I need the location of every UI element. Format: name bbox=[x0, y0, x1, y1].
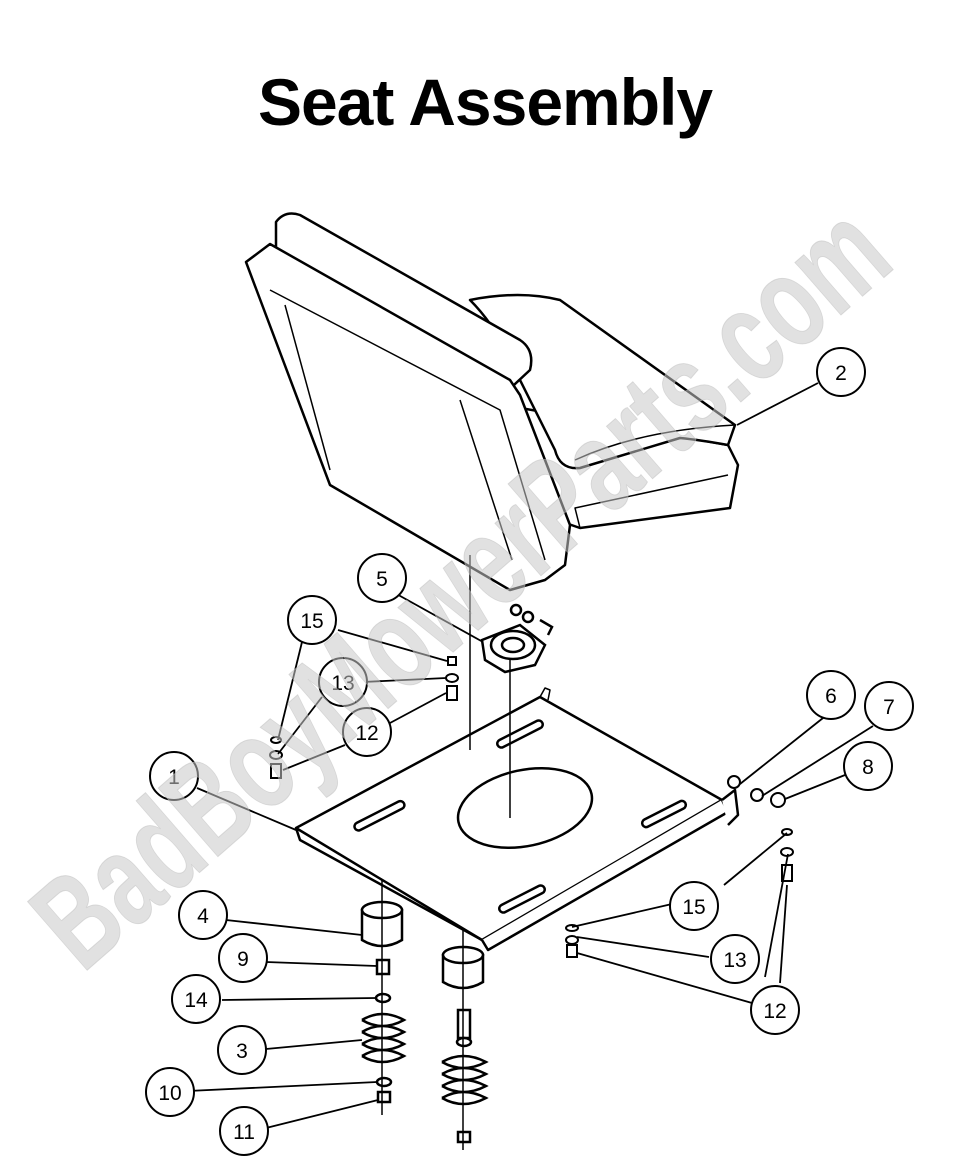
svg-text:4: 4 bbox=[197, 905, 209, 928]
callout-15b: 15 bbox=[669, 881, 719, 931]
svg-text:12: 12 bbox=[355, 722, 378, 745]
svg-text:9: 9 bbox=[237, 948, 249, 971]
callout-8: 8 bbox=[843, 741, 893, 791]
svg-text:5: 5 bbox=[376, 568, 388, 591]
svg-text:13: 13 bbox=[331, 672, 354, 695]
svg-text:13: 13 bbox=[723, 949, 746, 972]
seat bbox=[244, 212, 740, 592]
mount-hardware bbox=[269, 656, 794, 958]
callout-6: 6 bbox=[806, 670, 856, 720]
svg-text:3: 3 bbox=[236, 1040, 248, 1063]
svg-text:11: 11 bbox=[233, 1121, 255, 1144]
center-lines bbox=[381, 555, 511, 1150]
callout-5: 5 bbox=[357, 553, 407, 603]
svg-text:15: 15 bbox=[300, 610, 323, 633]
callout-4: 4 bbox=[178, 890, 228, 940]
svg-text:10: 10 bbox=[158, 1082, 181, 1105]
callout-15a: 15 bbox=[287, 595, 337, 645]
callout-10: 10 bbox=[145, 1067, 195, 1117]
callout-7: 7 bbox=[864, 681, 914, 731]
svg-text:1: 1 bbox=[168, 766, 180, 789]
svg-text:8: 8 bbox=[862, 756, 874, 779]
svg-text:14: 14 bbox=[184, 989, 208, 1012]
svg-text:15: 15 bbox=[682, 896, 705, 919]
callout-12a: 12 bbox=[342, 707, 392, 757]
svg-text:6: 6 bbox=[825, 685, 837, 708]
callout-12b: 12 bbox=[750, 985, 800, 1035]
page-title: Seat Assembly bbox=[258, 65, 713, 139]
callout-14: 14 bbox=[171, 974, 221, 1024]
callout-11: 11 bbox=[219, 1106, 269, 1156]
svg-text:7: 7 bbox=[883, 696, 895, 719]
callout-13a: 13 bbox=[318, 657, 368, 707]
callout-1: 1 bbox=[149, 751, 199, 801]
callout-3: 3 bbox=[217, 1025, 267, 1075]
callout-9: 9 bbox=[218, 933, 268, 983]
callout-13b: 13 bbox=[710, 934, 760, 984]
isolators-springs bbox=[360, 900, 489, 1144]
svg-text:12: 12 bbox=[763, 1000, 786, 1023]
swivel-latch bbox=[480, 603, 554, 674]
callouts: 1 2 3 4 5 6 7 8 9 10 11 12 12 13 13 14 1… bbox=[145, 347, 914, 1156]
base-plate bbox=[294, 687, 740, 952]
leader-lines bbox=[187, 382, 874, 1129]
callout-2: 2 bbox=[816, 347, 866, 397]
svg-text:2: 2 bbox=[835, 362, 847, 385]
